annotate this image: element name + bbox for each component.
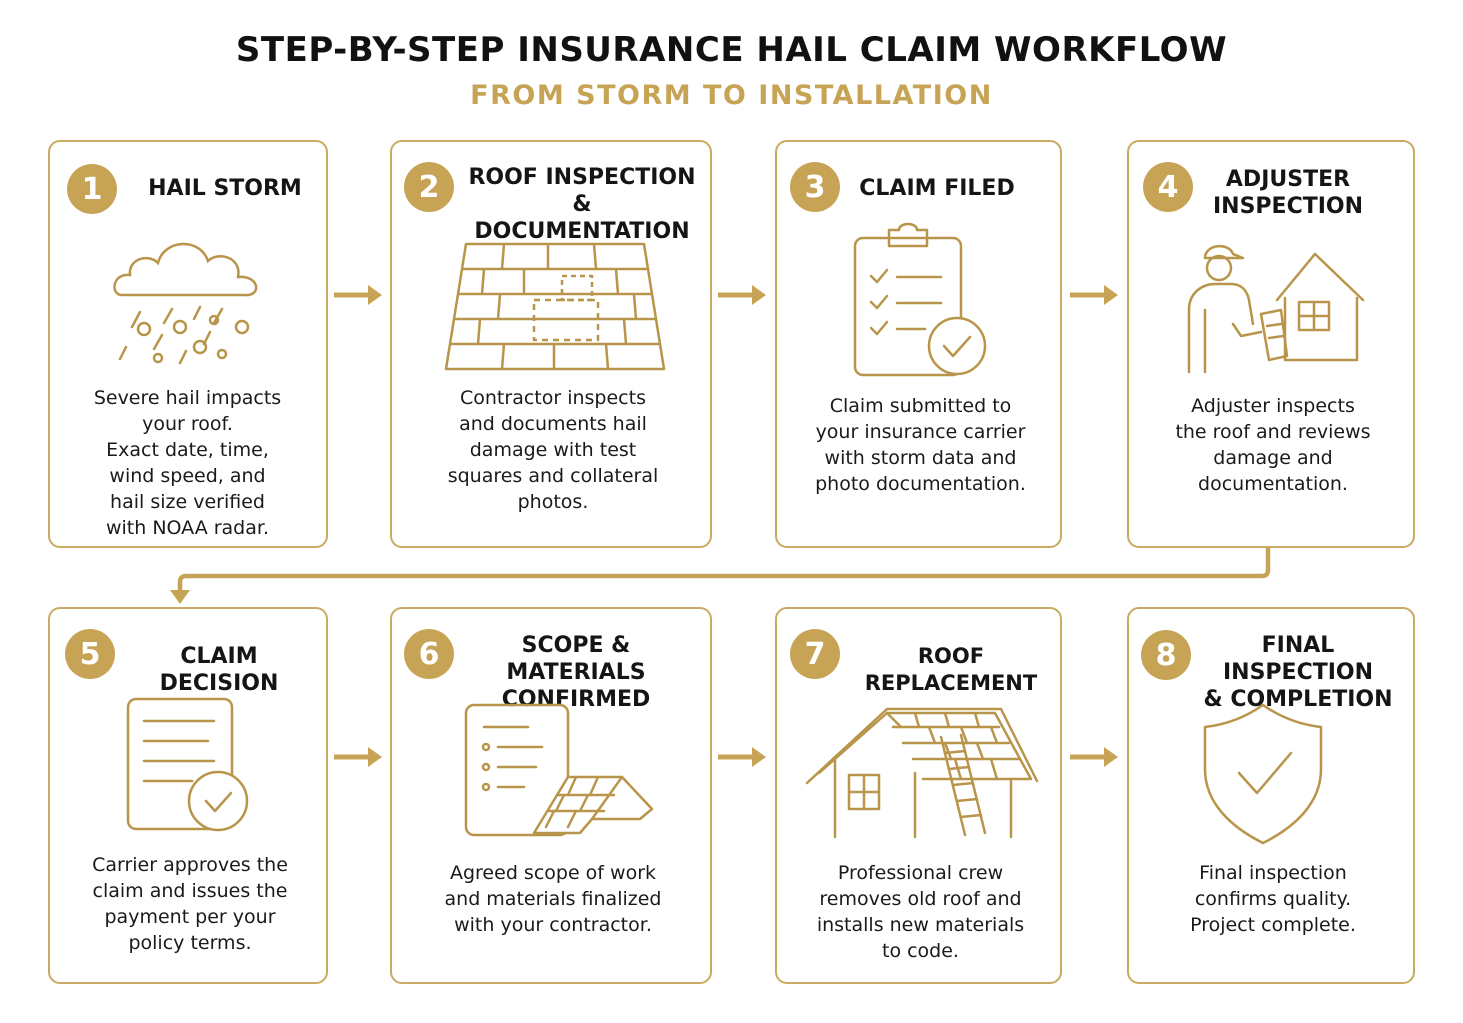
flow-arrow-7-8: [1068, 743, 1120, 771]
step-card-7: 7 ROOF REPLACEMENT Professional crew rem…: [775, 607, 1062, 984]
flow-arrow-6-7: [716, 743, 768, 771]
step-title: FINAL INSPECTION & COMPLETION: [1203, 633, 1393, 712]
step-title: ROOF INSPECTION & DOCUMENTATION: [468, 165, 696, 244]
step-title: ADJUSTER INSPECTION: [1212, 167, 1364, 219]
step-title: CLAIM FILED: [859, 176, 1015, 201]
step-number-badge: 4: [1143, 162, 1193, 212]
step-number-badge: 3: [790, 162, 840, 212]
hail-cloud-icon: [110, 217, 270, 367]
step-card-2: 2 ROOF INSPECTION & DOCUMENTATION Contra…: [390, 140, 712, 548]
step-number-badge: 7: [790, 629, 840, 679]
step-description: Adjuster inspects the roof and reviews d…: [1175, 395, 1371, 495]
step-description: Carrier approves the claim and issues th…: [92, 854, 288, 954]
shield-check-icon: [1201, 703, 1325, 845]
scope-materials-icon: [464, 703, 659, 843]
step-card-1: 1 HAIL STORM Severe hail impacts your ro…: [48, 140, 328, 548]
house-ladder-icon: [805, 707, 1040, 839]
step-description: Claim submitted to your insurance carrie…: [815, 395, 1026, 495]
step-description: Final inspection confirms quality. Proje…: [1190, 862, 1356, 936]
step-description: Professional crew removes old roof and i…: [816, 862, 1025, 962]
flow-arrow-3-4: [1068, 281, 1120, 309]
step-number-badge: 5: [65, 629, 115, 679]
step-card-5: 5 CLAIM DECISION Carrier approves the cl…: [48, 607, 328, 984]
clipboard-check-icon: [853, 220, 993, 380]
step-card-4: 4 ADJUSTER INSPECTION Adjuster inspects …: [1127, 140, 1415, 548]
step-card-6: 6 SCOPE & MATERIALS CONFIRMED Agreed sco…: [390, 607, 712, 984]
step-description: Severe hail impacts your roof. Exact dat…: [93, 387, 282, 539]
flow-connector-4-5: [166, 546, 1276, 608]
step-number-badge: 2: [404, 162, 454, 212]
step-card-3: 3 CLAIM FILED Claim submitted to your in…: [775, 140, 1062, 548]
step-title: CLAIM DECISION: [159, 644, 279, 696]
roof-test-square-icon: [444, 242, 666, 372]
page-title: STEP-BY-STEP INSURANCE HAIL CLAIM WORKFL…: [235, 30, 1228, 70]
step-title: ROOF REPLACEMENT: [864, 644, 1038, 695]
step-card-8: 8 FINAL INSPECTION & COMPLETION Final in…: [1127, 607, 1415, 984]
flow-arrow-2-3: [716, 281, 768, 309]
page-subtitle: FROM STORM TO INSTALLATION: [470, 80, 993, 111]
step-title: HAIL STORM: [148, 176, 302, 201]
flow-arrow-1-2: [332, 281, 384, 309]
adjuster-house-icon: [1185, 240, 1370, 380]
approved-document-icon: [126, 697, 256, 837]
step-number-badge: 6: [404, 629, 454, 679]
step-description: Agreed scope of work and materials final…: [444, 862, 662, 936]
step-description: Contractor inspects and documents hail d…: [447, 387, 659, 513]
flow-arrow-5-6: [332, 743, 384, 771]
step-title: SCOPE & MATERIALS CONFIRMED: [501, 633, 651, 712]
step-number-badge: 1: [67, 164, 117, 214]
step-number-badge: 8: [1141, 630, 1191, 680]
